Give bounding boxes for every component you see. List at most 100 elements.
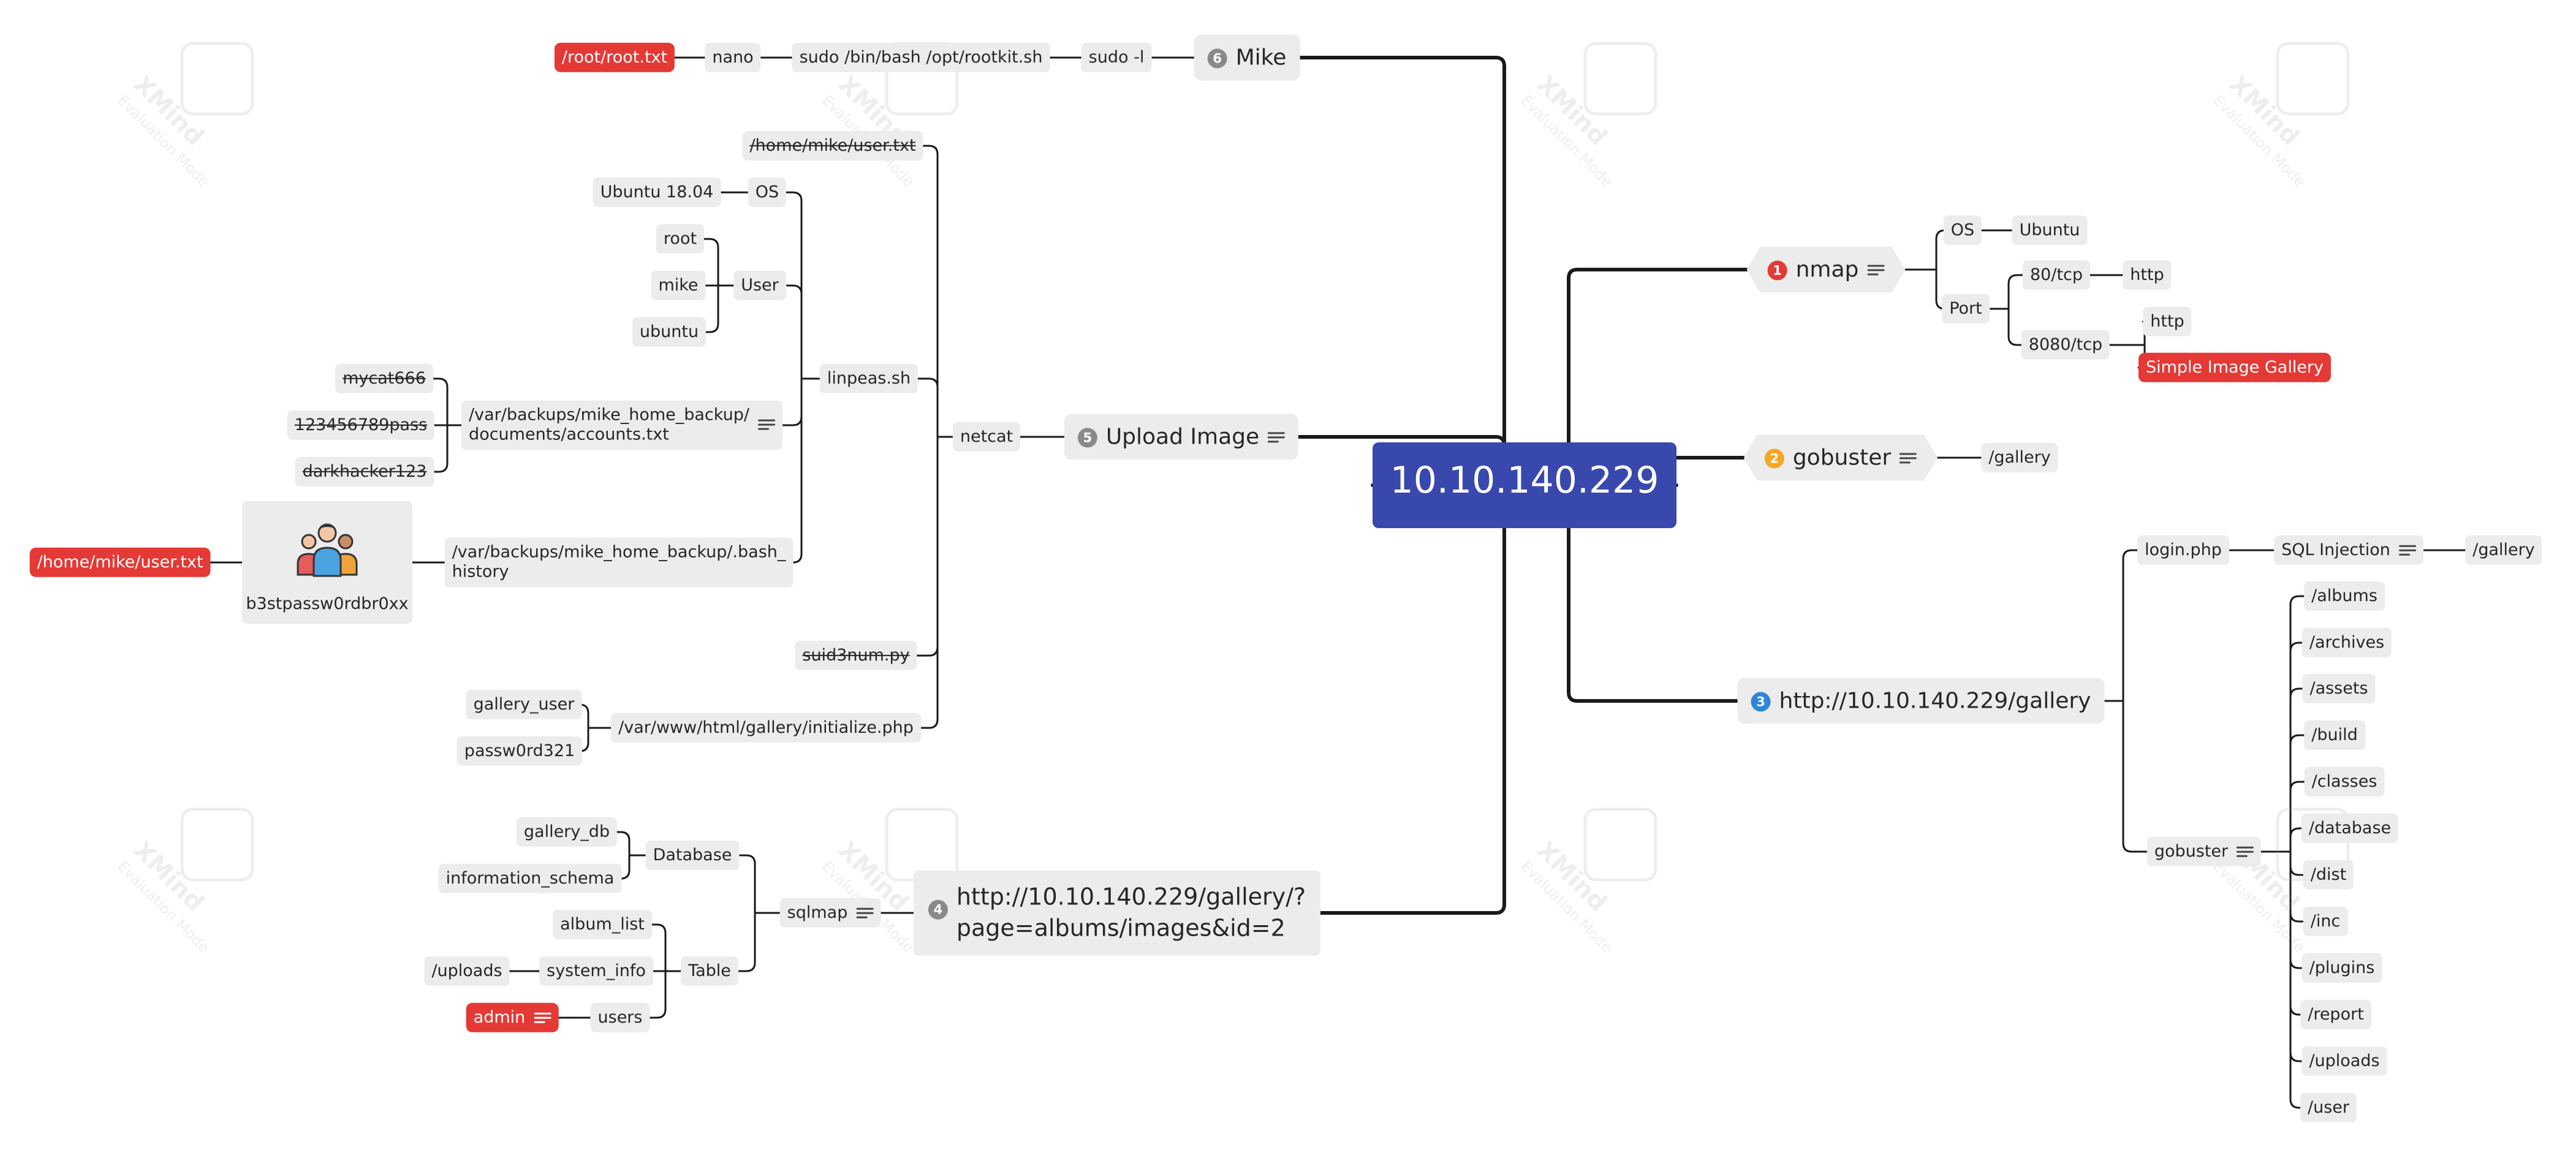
node-table[interactable]: Table xyxy=(681,956,738,986)
number-2-badge: 2 xyxy=(1765,448,1784,468)
node-system-info[interactable]: system_info xyxy=(539,956,653,986)
node-user-txt-done[interactable]: /home/mike/user.txt xyxy=(742,131,923,161)
node-users[interactable]: users xyxy=(590,1002,650,1033)
image-node-people[interactable]: b3stpassw0rdbr0xx xyxy=(242,501,412,624)
node-http-8080[interactable]: http xyxy=(2143,306,2192,337)
notes-icon xyxy=(1268,431,1286,444)
node-gobuster[interactable]: gobuster xyxy=(2146,836,2262,867)
node-sudo-rootkit[interactable]: sudo /bin/bash /opt/rootkit.sh xyxy=(792,42,1050,73)
connector xyxy=(433,424,449,473)
dir-item[interactable]: /database xyxy=(2301,813,2399,844)
connector xyxy=(785,284,803,380)
node-port-8080[interactable]: 8080/tcp xyxy=(2021,330,2110,360)
connector xyxy=(703,238,719,287)
dir-item[interactable]: /build xyxy=(2304,720,2365,751)
notes-icon xyxy=(534,1011,551,1024)
dir-item[interactable]: /assets xyxy=(2302,673,2376,704)
connector xyxy=(620,854,631,880)
node-database[interactable]: Database xyxy=(645,840,740,871)
number-5-badge: 5 xyxy=(1077,428,1097,448)
node-gallery-db[interactable]: gallery_db xyxy=(516,817,618,847)
dir-item[interactable]: /plugins xyxy=(2301,953,2382,983)
topic-vulnerable-url[interactable]: 4 http://10.10.140.229/gallery/?page=alb… xyxy=(913,870,1321,956)
notes-icon xyxy=(2398,543,2416,557)
connector xyxy=(785,191,803,380)
node-ubuntu[interactable]: Ubuntu xyxy=(2012,215,2088,246)
node-nano[interactable]: nano xyxy=(705,42,761,73)
node-mike-user[interactable]: mike xyxy=(651,270,706,301)
connector xyxy=(2289,595,2305,853)
connector xyxy=(920,436,939,729)
connector xyxy=(2289,687,2303,853)
node-root-user[interactable]: root xyxy=(656,224,705,254)
node-accounts-txt[interactable]: /var/backups/mike_home_backup/documents/… xyxy=(461,400,782,450)
connector xyxy=(1298,56,1506,487)
node-password[interactable]: 123456789pass xyxy=(287,410,435,441)
connector xyxy=(432,377,449,426)
node-linpeas[interactable]: linpeas.sh xyxy=(819,363,919,394)
node-admin[interactable]: admin xyxy=(466,1002,559,1033)
dir-item[interactable]: /classes xyxy=(2304,766,2385,797)
node-http-80[interactable]: http xyxy=(2123,260,2172,290)
connector xyxy=(2289,734,2305,853)
node-netcat[interactable]: netcat xyxy=(952,422,1021,452)
node-uploads[interactable]: /uploads xyxy=(424,956,510,986)
node-port-80[interactable]: 80/tcp xyxy=(2022,260,2091,290)
central-topic[interactable]: 10.10.140.229 xyxy=(1373,442,1676,528)
dir-item[interactable]: /archives xyxy=(2301,627,2392,658)
connector xyxy=(2007,308,2023,346)
connector xyxy=(1567,483,1740,703)
node-information-schema[interactable]: information_schema xyxy=(438,863,622,894)
connector xyxy=(2289,850,2301,1109)
node-password[interactable]: mycat666 xyxy=(335,363,433,394)
connector xyxy=(2289,850,2303,969)
node-nmap-os[interactable]: OS xyxy=(1943,215,1982,246)
node-db-password[interactable]: passw0rd321 xyxy=(456,736,583,766)
connector xyxy=(2289,850,2305,876)
node-mike-user-txt[interactable]: /home/mike/user.txt xyxy=(29,547,211,578)
dir-item[interactable]: /user xyxy=(2300,1092,2357,1123)
notes-icon xyxy=(757,418,775,432)
node-gallery-user[interactable]: gallery_user xyxy=(466,689,582,720)
node-user[interactable]: User xyxy=(733,270,786,301)
node-bash-history[interactable]: /var/backups/mike_home_backup/.bash_hist… xyxy=(444,537,794,588)
node-ubuntu-18[interactable]: Ubuntu 18.04 xyxy=(593,177,721,208)
dir-item[interactable]: /report xyxy=(2300,999,2371,1030)
connector xyxy=(2007,274,2024,310)
node-root-txt[interactable]: /root/root.txt xyxy=(554,42,675,73)
number-6-badge: 6 xyxy=(1207,48,1227,69)
connector xyxy=(2289,850,2301,1016)
node-album-list[interactable]: album_list xyxy=(553,909,652,940)
dir-item[interactable]: /dist xyxy=(2303,860,2354,890)
node-initialize-php[interactable]: /var/www/html/gallery/initialize.php xyxy=(611,713,921,743)
node-ubuntu-user[interactable]: ubuntu xyxy=(632,317,707,347)
dir-item[interactable]: /albums xyxy=(2304,581,2385,611)
node-suid3num[interactable]: suid3num.py xyxy=(795,640,917,671)
node-sudo-l[interactable]: sudo -l xyxy=(1081,42,1152,73)
connector xyxy=(781,377,803,426)
number-3-badge: 3 xyxy=(1751,692,1771,712)
connector xyxy=(1567,268,1749,487)
dir-item[interactable]: /inc xyxy=(2303,906,2348,937)
node-port[interactable]: Port xyxy=(1942,293,1990,324)
node-sql-injection[interactable]: SQL Injection xyxy=(2274,535,2423,566)
notes-icon xyxy=(2237,845,2254,858)
connector xyxy=(922,145,939,438)
node-sqli-gallery[interactable]: /gallery xyxy=(2465,535,2542,566)
dir-item[interactable]: /uploads xyxy=(2301,1046,2387,1077)
number-4-badge: 4 xyxy=(928,899,948,920)
node-login-php[interactable]: login.php xyxy=(2137,535,2229,566)
connector xyxy=(1319,483,1506,915)
connector xyxy=(737,912,756,972)
node-gallery[interactable]: /gallery xyxy=(1981,442,2058,473)
node-simple-image-gallery[interactable]: Simple Image Gallery xyxy=(2138,352,2332,383)
node-sqlmap[interactable]: sqlmap xyxy=(779,898,881,928)
connector xyxy=(2289,641,2303,853)
node-os[interactable]: OS xyxy=(748,177,787,208)
node-password[interactable]: darkhacker123 xyxy=(295,456,434,487)
